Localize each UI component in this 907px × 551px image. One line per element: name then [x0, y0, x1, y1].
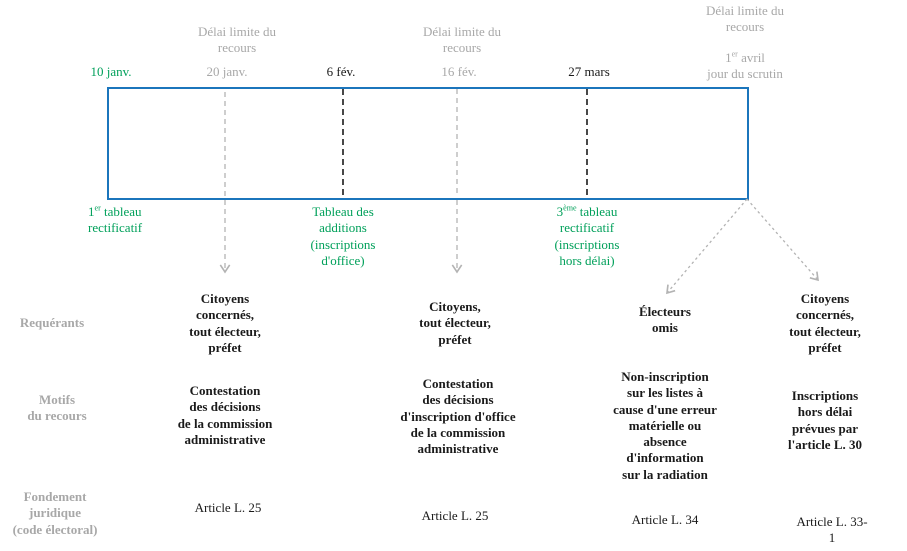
requerants-cell-3: Électeurs omis [639, 304, 691, 336]
requerants-cell-4: Citoyens concernés, tout électeur, préfe… [789, 291, 861, 355]
row-label-requerants: Requérants [19, 315, 85, 330]
deadline-label-2: Délai limite du recours [423, 24, 501, 56]
fondement-cell-1: Article L. 25 [194, 500, 262, 515]
label-troisieme-tableau-rectificatif: 3ème tableau rectificatif (inscriptions … [554, 203, 620, 268]
motifs-cell-4: Inscriptions hors délai prévues par l'ar… [787, 388, 863, 452]
date-1er-avril: 1er avril [725, 49, 765, 65]
date-16-fevrier: 16 fév. [441, 64, 477, 79]
timeline-frame [107, 87, 749, 200]
date-6-fevrier: 6 fév. [326, 64, 356, 79]
fondement-cell-2: Article L. 25 [421, 508, 489, 523]
row-label-fondement-juridique: Fondement juridique (code électoral) [12, 489, 98, 537]
date-27-mars: 27 mars [568, 64, 610, 79]
motifs-cell-1: Contestation des décisions de la commiss… [177, 383, 273, 447]
date-10-janvier: 10 janv. [90, 64, 132, 79]
motifs-cell-3: Non-inscription sur les listes à cause d… [613, 369, 717, 482]
label-premier-tableau-rectificatif: 1er tableau rectificatif [88, 203, 143, 236]
arrow-to-column-3 [666, 198, 748, 295]
date-jour-du-scrutin: jour du scrutin [707, 66, 783, 81]
fondement-cell-3: Article L. 34 [631, 512, 699, 527]
deadline-label-3: Délai limite du recours [706, 3, 784, 35]
motifs-cell-2: Contestation des décisions d'inscription… [400, 376, 516, 456]
label-tableau-des-additions: Tableau des additions (inscriptions d'of… [310, 204, 376, 268]
requerants-cell-2: Citoyens, tout électeur, préfet [419, 299, 491, 347]
fondement-cell-4: Article L. 33-1 [796, 514, 868, 545]
requerants-cell-1: Citoyens concernés, tout électeur, préfe… [189, 291, 261, 355]
date-20-janvier: 20 janv. [206, 64, 248, 79]
arrow-to-column-4 [746, 198, 819, 282]
row-label-motifs-du-recours: Motifs du recours [27, 392, 87, 424]
deadline-label-1: Délai limite du recours [198, 24, 276, 56]
